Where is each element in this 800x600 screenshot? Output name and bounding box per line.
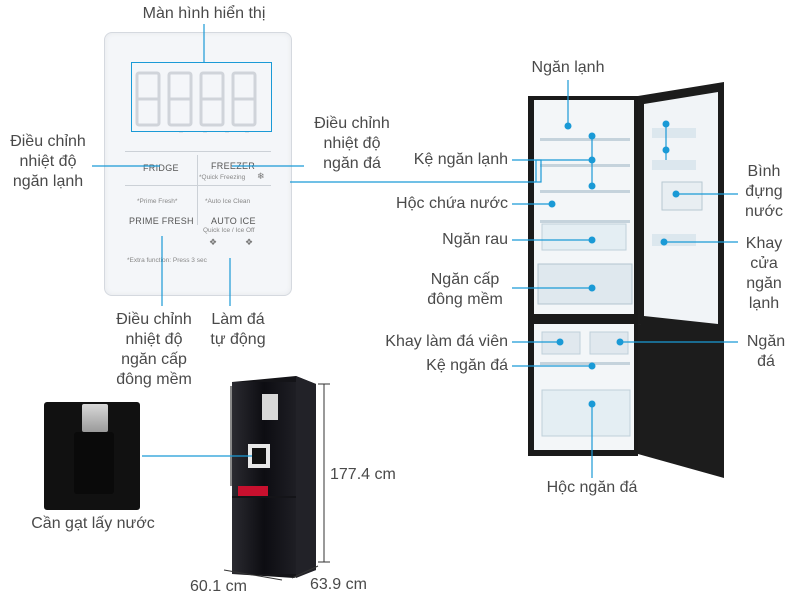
label-door-tray: Khay cửa ngăn lạnh xyxy=(745,235,783,312)
auto-ice-label: Làm đá tự động xyxy=(210,311,266,348)
auto-ice-button[interactable]: AUTO ICE xyxy=(211,216,256,226)
label-prime-fresh-drawer: Ngăn cấp đông mềm xyxy=(427,271,503,308)
label-freezer-shelf: Kệ ngăn đá xyxy=(426,357,508,374)
display-label: Màn hình hiển thị xyxy=(142,5,266,22)
control-panel: FRIDGE FREEZER *Quick Freezing ❄ *Prime … xyxy=(104,32,292,296)
freezer-button[interactable]: FREEZER xyxy=(211,161,256,171)
ice-cube-icon: ❖ xyxy=(209,237,218,247)
label-freezer-compartment: Ngăn đá xyxy=(746,333,786,370)
fridge-interior xyxy=(528,82,724,478)
extra-function-text: *Extra function: Press 3 sec xyxy=(127,257,207,264)
label-vegetable-drawer: Ngăn rau xyxy=(442,231,508,248)
water-dispenser-closeup xyxy=(44,402,140,510)
panel-divider xyxy=(125,151,271,152)
auto-ice-clean-text: *Auto Ice Clean xyxy=(205,198,251,205)
label-fridge-compartment: Ngăn lạnh xyxy=(531,59,605,76)
ice-off-icon: ❖ xyxy=(245,237,254,247)
fridge-button[interactable]: FRIDGE xyxy=(143,163,179,173)
quick-ice-off-text: Quick Ice / Ice Off xyxy=(203,227,255,234)
prime-fresh-button[interactable]: PRIME FRESH xyxy=(129,216,194,226)
quick-freezing-text: *Quick Freezing xyxy=(199,174,246,181)
dimension-height: 177.4 cm xyxy=(330,466,396,483)
dispenser-lever xyxy=(82,404,108,432)
freezer-temp-adjust-label: Điều chỉnh nhiệt độ ngăn đá xyxy=(314,115,390,172)
label-water-tank: Bình đựng nước xyxy=(744,163,784,220)
dimension-depth: 63.9 cm xyxy=(310,576,367,593)
label-freezer-drawer: Hộc ngăn đá xyxy=(546,479,638,496)
panel-divider xyxy=(197,155,198,225)
fridge-exterior xyxy=(230,376,316,578)
digital-display xyxy=(135,71,257,133)
prime-fresh-small-text: *Prime Fresh* xyxy=(137,198,178,205)
dimension-width: 60.1 cm xyxy=(190,578,247,595)
label-fridge-shelf: Kệ ngăn lạnh xyxy=(413,151,508,168)
freezer-snowflake-icon: ❄ xyxy=(257,171,265,181)
dispenser-lever-label: Cần gạt lấy nước xyxy=(31,515,155,532)
label-water-box: Hộc chứa nước xyxy=(396,195,508,212)
dispenser-recess xyxy=(74,432,114,494)
display-highlight-box xyxy=(131,62,272,132)
panel-divider xyxy=(125,185,271,186)
label-ice-tray: Khay làm đá viên xyxy=(385,333,508,350)
prime-fresh-adjust-label: Điều chỉnh nhiệt độ ngăn cấp đông mềm xyxy=(116,311,192,388)
fridge-temp-adjust-label: Điều chỉnh nhiệt độ ngăn lạnh xyxy=(10,133,86,190)
